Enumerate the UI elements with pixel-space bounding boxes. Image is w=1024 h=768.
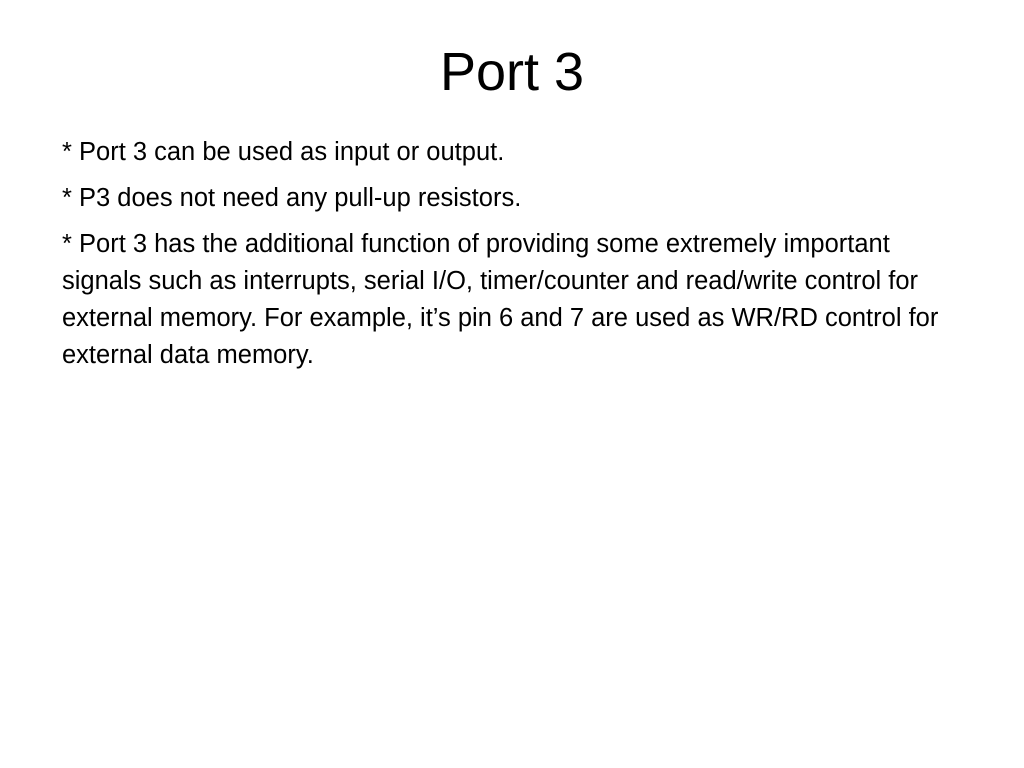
bullet-item: * P3 does not need any pull-up resistors…: [62, 184, 522, 212]
slide-title: Port 3: [439, 42, 585, 102]
slide-body: * Port 3 can be used as input or output.…: [62, 134, 972, 383]
bullet-item: * Port 3 has the additional function of …: [62, 230, 939, 369]
bullet-item: * Port 3 can be used as input or output.: [62, 138, 505, 166]
